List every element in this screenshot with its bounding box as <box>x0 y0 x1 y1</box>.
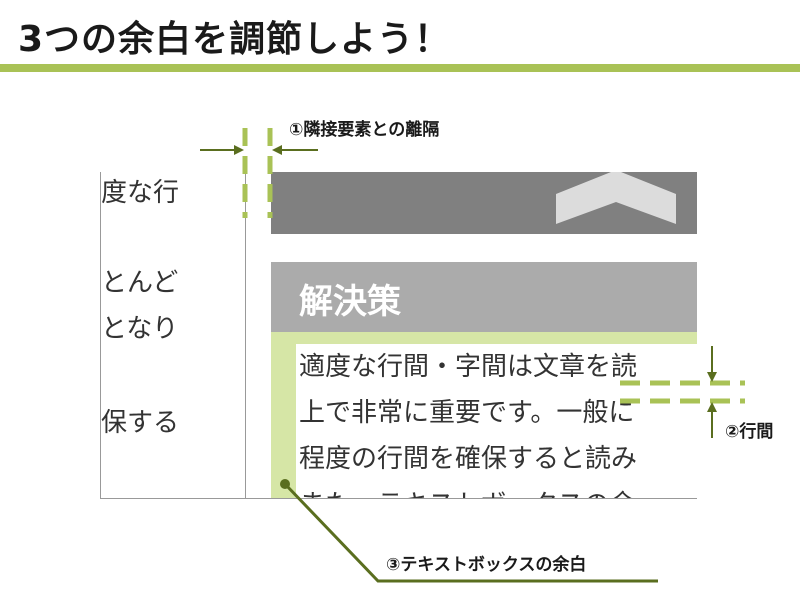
leader-line <box>283 482 658 583</box>
left-text-line: とんど <box>101 268 179 298</box>
left-text-line: 保する <box>101 408 180 438</box>
arrow-down-icon <box>707 372 717 382</box>
slide-title: 3つの余白を調節しよう！ <box>18 19 452 60</box>
title-underline <box>0 64 800 72</box>
left-text-column: 度な行 とんど となり 保する <box>101 172 246 498</box>
label-textbox-margin: ③テキストボックスの余白 <box>386 555 587 575</box>
left-text-line: 度な行 <box>101 178 180 208</box>
label-adjacent-spacing: ①隣接要素との離隔 <box>289 120 440 140</box>
solution-text-line: 適度な行間・字間は文章を読 <box>299 352 638 382</box>
arrow-up-icon <box>707 402 717 412</box>
solution-text-line: 程度の行間を確保すると読み <box>299 444 638 474</box>
solution-textbox: 適度な行間・字間は文章を読 上で非常に重要です。一般に 程度の行間を確保すると読… <box>296 344 697 498</box>
chevron-up-icon <box>556 172 676 224</box>
solution-heading-box: 解決策 <box>271 262 697 332</box>
label-line-spacing: ②行間 <box>725 422 774 442</box>
slide-mockup: 度な行 とんど となり 保する 解決策 適度な行間・字間は文章を読 上で非常に重… <box>100 172 697 499</box>
arrow-right-icon <box>234 145 244 155</box>
arrow-left-icon <box>272 145 282 155</box>
solution-heading: 解決策 <box>299 282 401 322</box>
solution-text-line: 上で非常に重要です。一般に <box>299 398 635 428</box>
left-text-line: となり <box>101 314 179 344</box>
solution-text-line: また、テキストボックスの余 <box>299 484 635 498</box>
